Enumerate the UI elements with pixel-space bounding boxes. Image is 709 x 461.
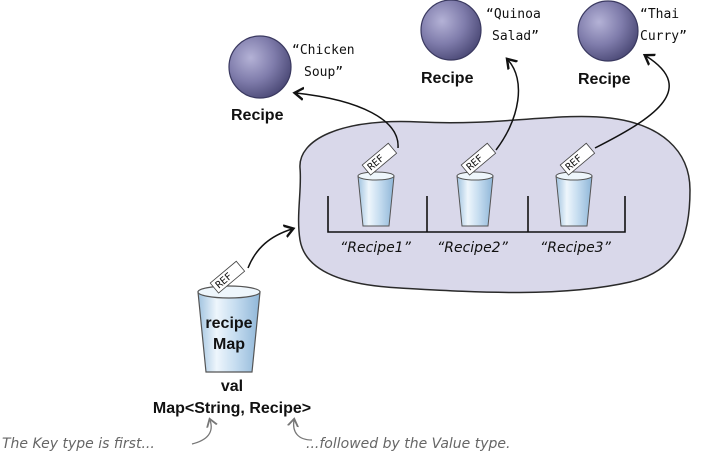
map-cup-1 [357,171,395,227]
map-object-blob [297,115,691,294]
key-annotation-arrow [191,420,211,445]
value-annotation-arrow [294,420,313,441]
recipe-object-quinoa-salad: “Quinoa Salad” Recipe [420,0,541,87]
recipe-name-line2: Soup” [304,65,343,80]
recipe-name-line1: “Chicken [292,43,355,58]
recipe-type-label: Recipe [578,71,631,88]
map-key-1: “Recipe1” [340,240,412,256]
ref-arrow-3 [594,56,670,149]
variable-name-line1: recipe [205,315,252,332]
recipe-name-line2: Salad” [492,29,539,44]
key-annotation: The Key type is first... [2,436,155,452]
recipe-type-label: Recipe [231,107,284,124]
ref-tag-1: REF [361,142,398,176]
recipe-name-line1: “Thai [640,7,679,22]
recipe-name-line1: “Quinoa [486,7,541,22]
map-key-3: “Recipe3” [540,240,612,256]
map-buckets [327,196,626,233]
variable-type: Map<String, Recipe> [153,400,311,417]
variable-name-line2: Map [213,336,245,353]
recipe-object-chicken-soup: “Chicken Soup” Recipe [228,35,355,124]
ref-arrow-2 [495,60,520,151]
variable-kind: val [221,378,243,395]
recipe-object-thai-curry: “Thai Curry” Recipe [577,0,687,88]
recipe-type-label: Recipe [421,70,474,87]
map-cup-2 [456,171,494,227]
ref-arrow-1 [296,93,399,149]
recipe-map-variable-cup: recipe Map [197,285,261,373]
map-key-2: “Recipe2” [437,240,509,256]
recipe-name-line2: Curry” [640,29,687,44]
ref-arrow-variable [247,229,292,269]
value-annotation: ...followed by the Value type. [306,436,510,452]
map-cup-3 [555,171,593,227]
